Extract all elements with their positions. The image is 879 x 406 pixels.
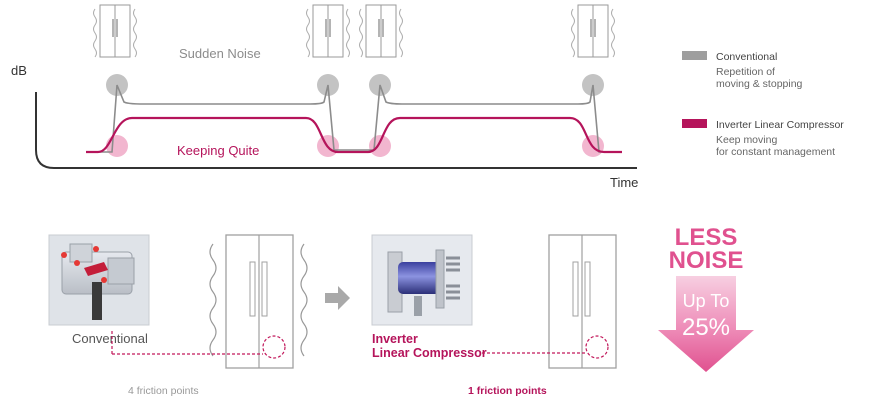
inverter-friction-points: 1 friction points: [468, 385, 547, 397]
conventional-noise-curve: [98, 84, 620, 153]
legend-inverter-name: Inverter Linear Compressor: [716, 119, 844, 131]
fridge-icon: [209, 234, 308, 369]
inverter-noise-curve: [86, 116, 622, 154]
conventional-curve-label: Sudden Noise: [179, 46, 261, 61]
noise-graph: dB Time: [11, 4, 638, 190]
fridge-icon: [359, 4, 403, 58]
badge-line-percent: 25%: [682, 314, 730, 341]
conventional-compressor-image: [48, 234, 150, 326]
conventional-friction-points: 4 friction points: [128, 385, 199, 397]
arrow-right-icon: [325, 286, 350, 310]
less-noise-badge: LESS NOISE Up To 25%: [658, 224, 754, 372]
compressor-location-marker: [585, 335, 609, 359]
fridge-icon: [306, 4, 350, 58]
badge-line-less: LESS: [675, 224, 738, 251]
legend: Conventional Repetition of moving & stop…: [682, 51, 844, 158]
legend-inverter-desc-1: Keep moving: [716, 134, 777, 146]
legend-conventional-desc-1: Repetition of: [716, 66, 775, 78]
fridge-icon: [548, 234, 617, 369]
inverter-transition-marker: [106, 135, 128, 157]
legend-swatch-conventional: [682, 51, 707, 60]
inverter-section: Inverter Linear Compressor 1 friction po…: [371, 234, 617, 397]
compressor-location-marker: [262, 335, 286, 359]
legend-conventional-desc-2: moving & stopping: [716, 78, 803, 90]
x-axis-label: Time: [610, 175, 638, 190]
inverter-curve-label: Keeping Quite: [177, 143, 259, 158]
badge-line-up-to: Up To: [683, 291, 730, 311]
down-arrow-icon: [658, 276, 754, 372]
inverter-label-line1: Inverter: [372, 332, 418, 346]
legend-conventional-name: Conventional: [716, 51, 777, 63]
fridge-icon: [571, 4, 615, 58]
inverter-compressor-image: [371, 234, 473, 326]
badge-line-noise: NOISE: [669, 247, 744, 274]
inverter-label-line2: Linear Compressor: [372, 346, 487, 360]
y-axis-label: dB: [11, 63, 27, 78]
conventional-label: Conventional: [72, 331, 148, 346]
legend-swatch-inverter: [682, 119, 707, 128]
inverter-transition-marker: [369, 135, 391, 157]
conventional-section: Conventional 4 friction points: [48, 234, 308, 397]
legend-inverter-desc-2: for constant management: [716, 146, 835, 158]
fridge-icon: [93, 4, 137, 58]
graph-axes: [35, 92, 637, 169]
